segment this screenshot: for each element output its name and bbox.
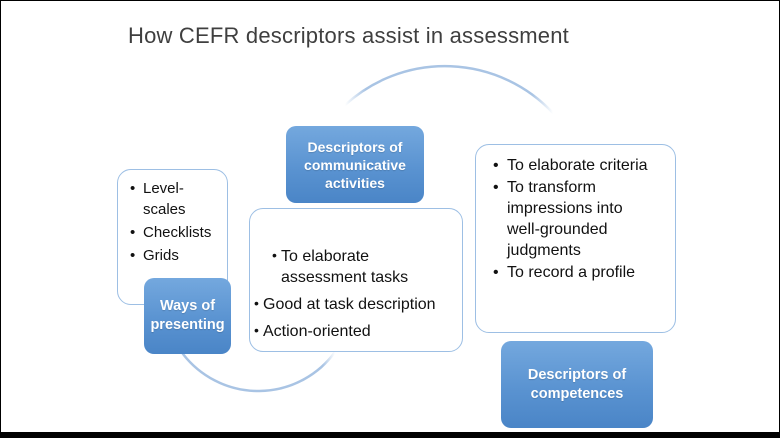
slide-bottom-edge-bar [1, 432, 779, 437]
list-item: To elaborate criteria [493, 155, 659, 176]
list-item: To record a profile [493, 262, 659, 283]
competences-label: Descriptors of competences [527, 366, 627, 402]
communicative-activities-label: Descriptors of communicative activities [304, 138, 406, 191]
list-item: To elaborate assessment tasks [272, 245, 413, 288]
list-item: Good at task description [254, 293, 460, 315]
presenting-formats-list: Level-scales Checklists Grids [130, 178, 221, 266]
bottom-left-circle-arc [181, 350, 337, 393]
communicative-uses-panel: To elaborate assessment tasks Good at ta… [249, 208, 463, 352]
list-item: Action-oriented [254, 320, 460, 342]
list-item: Level-scales [130, 178, 215, 220]
competences-uses-panel: To elaborate criteria To transform impre… [475, 144, 676, 333]
competences-label-box: Descriptors of competences [501, 341, 653, 428]
communicative-uses-list: To elaborate assessment tasks Good at ta… [254, 245, 460, 342]
list-item: Grids [130, 245, 215, 266]
slide-title: How CEFR descriptors assist in assessmen… [128, 23, 569, 48]
communicative-activities-label-box: Descriptors of communicative activities [286, 126, 424, 203]
competences-uses-list: To elaborate criteria To transform impre… [493, 155, 669, 283]
top-circle-arc [343, 64, 555, 115]
ways-of-presenting-label: Ways of presenting [150, 298, 225, 333]
ways-of-presenting-label-box: Ways of presenting [144, 278, 231, 354]
list-item: To transform impressions into well-groun… [493, 177, 659, 261]
list-item: Checklists [130, 222, 215, 243]
presenting-formats-panel: Level-scales Checklists Grids [117, 169, 228, 305]
